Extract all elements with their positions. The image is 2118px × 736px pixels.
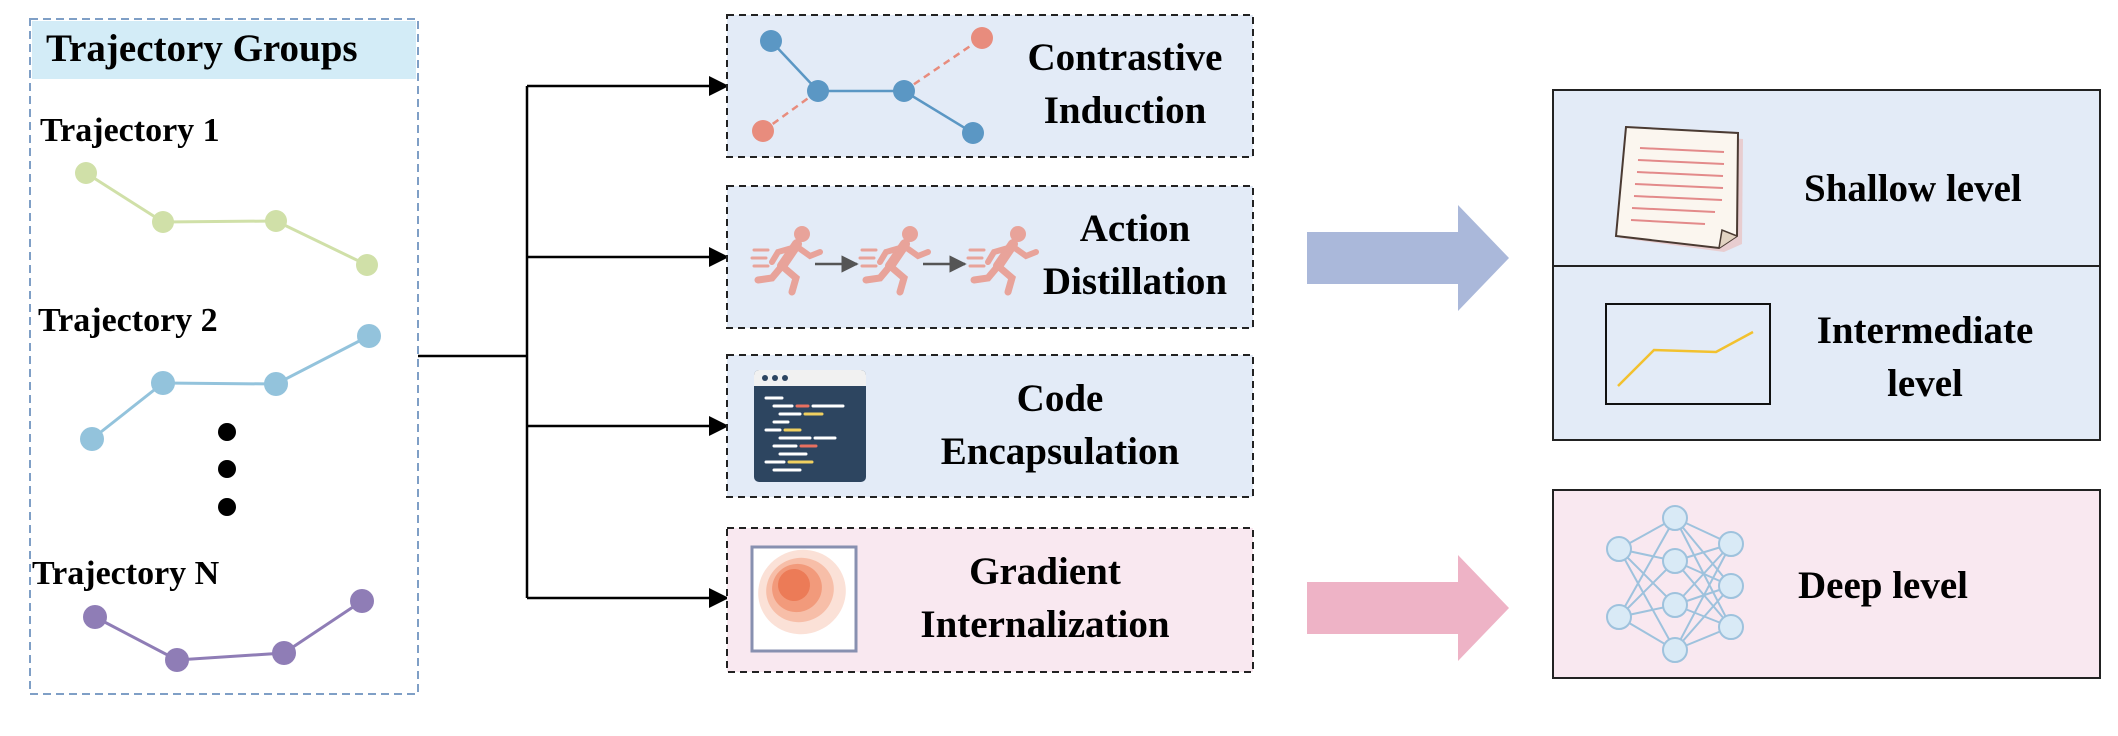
runner-figure-1 [750, 226, 823, 296]
deep-level-box [1552, 489, 2101, 679]
method-label-contrastive-line2: Induction [1043, 88, 1207, 132]
method-label-contrastive: Contrastive Induction [1005, 32, 1245, 137]
shallow-level-label: Shallow level [1804, 167, 2022, 210]
code-window-icon [754, 370, 866, 482]
intermediate-level-line2: level [1887, 361, 1963, 405]
method-label-gradient-line1: Gradient [969, 550, 1121, 593]
ellipsis-dots [218, 423, 236, 516]
trajectory-2-path [80, 324, 381, 451]
trajectory-2-label: Trajectory 2 [38, 302, 218, 339]
runner-figure-2 [858, 226, 931, 296]
neural-network-icon [1606, 505, 1744, 663]
branch-connector [418, 76, 729, 608]
running-figures-icon [750, 226, 1039, 296]
trajectory-groups-title: Trajectory Groups [46, 27, 358, 70]
arrow-to-deep-level [1307, 555, 1509, 661]
paper-note-icon [1614, 125, 1743, 252]
runner-figure-3 [966, 226, 1039, 296]
trajectory-1-label: Trajectory 1 [40, 112, 220, 149]
method-label-gradient-line2: Internalization [920, 602, 1170, 646]
trajectory-groups-header-bg [32, 21, 416, 79]
graph-contrast-icon [752, 27, 993, 144]
method-label-contrastive-line1: Contrastive [1027, 36, 1223, 79]
arrow-to-upper-levels [1307, 205, 1509, 311]
method-label-code-line2: Encapsulation [940, 429, 1180, 473]
method-label-action-line1: Action [1079, 207, 1191, 250]
deep-level-label: Deep level [1798, 564, 1969, 607]
method-label-action-line2: Distillation [1042, 259, 1228, 303]
method-label-action: Action Distillation [1015, 203, 1255, 308]
method-label-gradient: Gradient Internalization [880, 546, 1210, 651]
trajectory-1-path [75, 162, 378, 276]
trajectory-n-path [83, 589, 374, 672]
heatmap-icon [750, 545, 858, 653]
trajectory-groups-panel [29, 18, 419, 695]
mini-line-chart-icon [1605, 303, 1771, 405]
method-label-code: Code Encapsulation [895, 373, 1225, 478]
trajectory-n-label: Trajectory N [32, 555, 220, 592]
method-label-code-line1: Code [1016, 377, 1104, 420]
intermediate-level-label: Intermediate level [1780, 305, 2070, 410]
intermediate-level-line1: Intermediate [1816, 309, 2034, 352]
